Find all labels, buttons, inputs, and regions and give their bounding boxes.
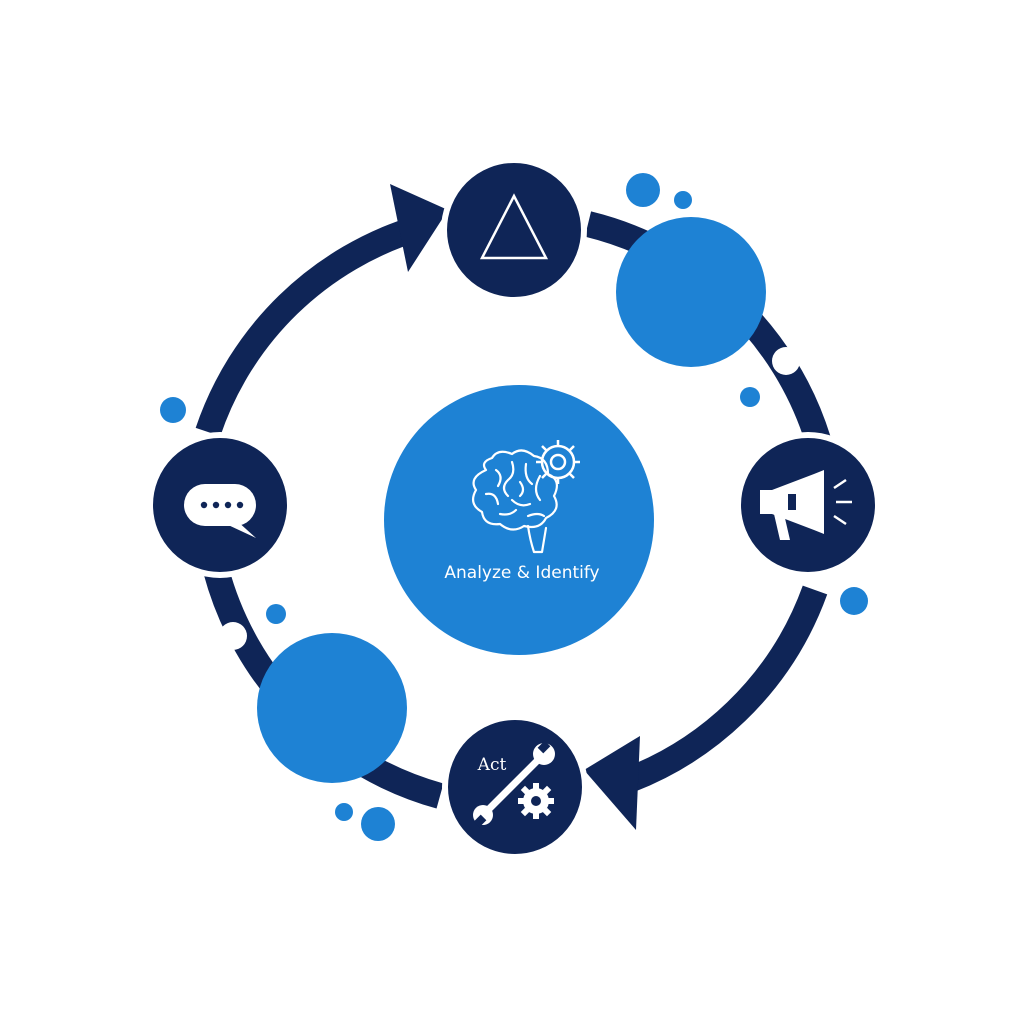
node-right [735,432,881,578]
wrench-icon [473,740,555,828]
node-bottom: Act [442,714,588,860]
dot [674,191,692,209]
speech-bubble-icon [184,484,256,538]
brain-gear-icon [471,440,580,554]
dot [361,807,395,841]
megaphone-icon [760,470,852,540]
brain-icon [471,449,559,554]
node-top [441,157,587,303]
decorative-dots [160,173,868,841]
dot [219,622,247,650]
dot [840,587,868,615]
triangle-icon [479,193,549,260]
dot [626,173,660,207]
ring-arc-lower-right [608,585,828,799]
dot [160,397,186,423]
arrowhead-to-bottom-node [584,736,640,830]
dot [266,604,286,624]
node-left [147,432,293,578]
gear-icon [536,440,580,484]
dot [740,387,760,407]
gear-icon [518,783,554,819]
arrowhead-to-top-node [390,184,448,272]
ring-arc-upper-left [195,215,422,437]
blue-node-upper-right [616,217,766,367]
dot [335,803,353,821]
act-label: Act [477,755,507,775]
center-label: Analyze & Identify [444,563,599,583]
blue-node-lower-left [257,633,407,783]
dot [772,347,800,375]
center-node: Analyze & Identify [384,385,654,655]
